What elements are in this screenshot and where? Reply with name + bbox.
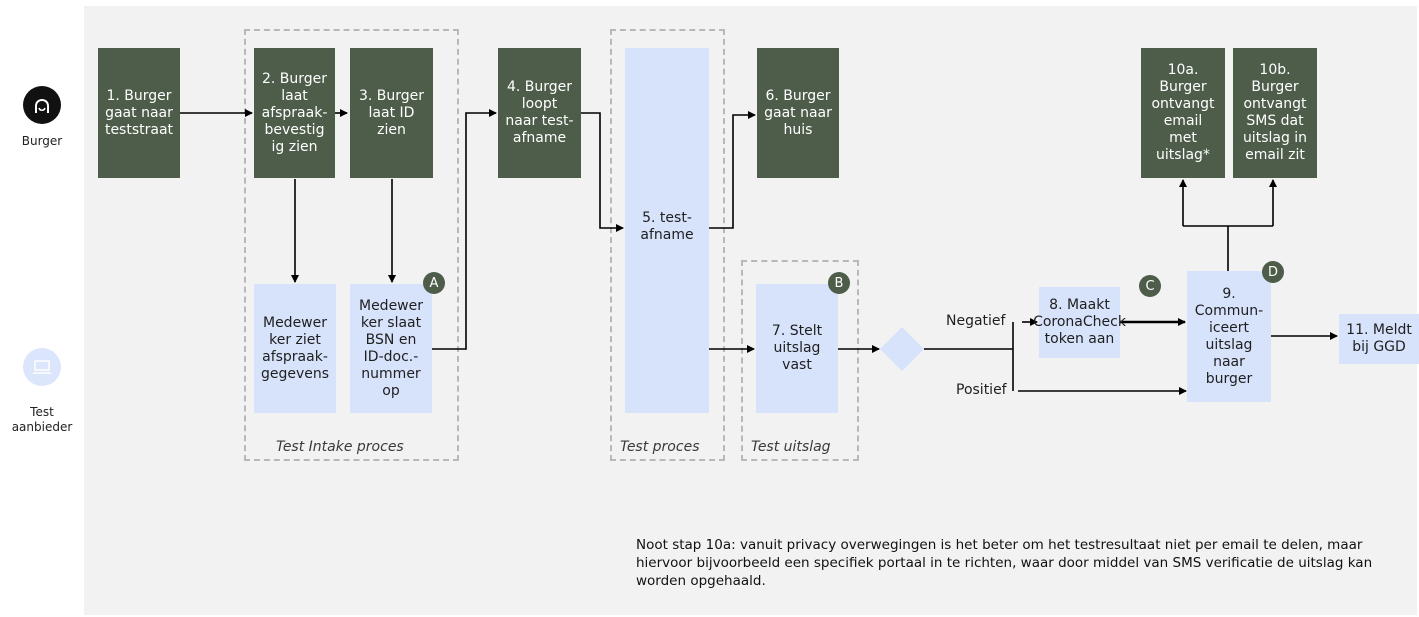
lane-label-burger: Burger [21,134,63,148]
badge-b: B [828,272,850,294]
branch-label-positief: Positief [956,382,1007,398]
decision-diamond [880,327,924,371]
person-head-icon [23,86,61,124]
badge-a: A [423,272,445,294]
group-test-intake [244,29,459,461]
group-test-proces [610,29,725,461]
badge-d: D [1262,261,1284,283]
laptop-icon [23,348,61,386]
lane-label-test-aanbieder: Test aanbieder [11,405,73,434]
badge-c: C [1139,275,1161,297]
group-label-test-proces: Test proces [620,439,700,455]
group-label-test-uitslag: Test uitslag [751,439,831,455]
group-label-test-intake: Test Intake proces [276,439,404,455]
step-5-box: 5. test-afname [625,48,709,413]
footnote: Noot stap 10a: vanuit privacy overweging… [636,537,1373,589]
group-test-uitslag [741,260,859,461]
branch-label-negatief: Negatief [946,313,1006,329]
